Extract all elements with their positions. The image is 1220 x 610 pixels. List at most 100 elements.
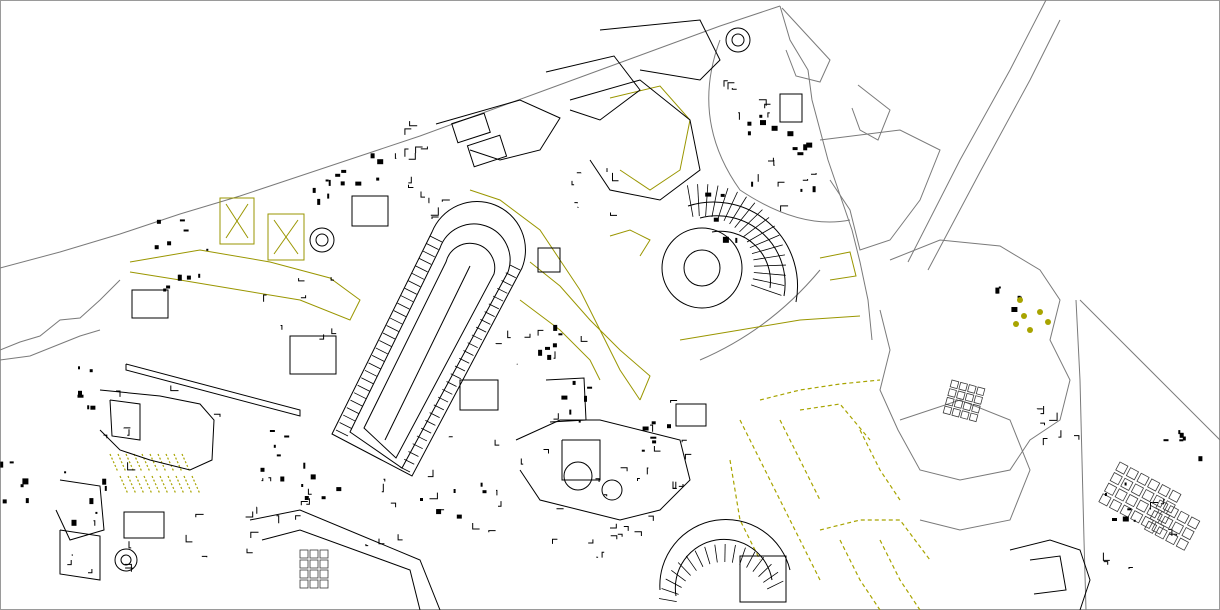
shrub-cluster [1021,313,1027,319]
grid-cell [1109,472,1123,486]
courtyard-east[interactable] [675,403,707,427]
house-block-sw2[interactable] [59,529,101,581]
wall-fragment [723,80,728,87]
solid-wall-block [584,395,587,402]
road-northeast [907,0,1047,263]
wall-fragment [610,535,618,540]
courtyard-north-2[interactable] [466,134,508,168]
courtyard-west[interactable] [131,289,169,319]
wall-fragment [125,567,133,569]
column-grid-east-2 [1143,499,1201,551]
solid-wall-block [792,147,798,151]
wall-fragment [653,446,661,452]
stadium-seat-row [467,342,478,349]
courtyard-plaza[interactable] [459,379,499,411]
round-temple-inner [731,33,745,47]
solid-wall-block [456,514,462,519]
solid-wall-block [1104,493,1107,496]
stadium-seat-row [408,280,421,288]
wall-fragment [757,174,759,182]
grid-cell [960,410,970,420]
grid-cell [942,405,953,416]
forum-outline[interactable] [249,509,441,610]
north-terrace-4[interactable] [599,19,721,81]
north-terrace[interactable] [435,99,561,161]
field-hatch [175,475,185,495]
theatre-seat-wedge [753,264,786,267]
grid-cell [1146,505,1160,519]
grid-cell [1147,478,1161,492]
solid-wall-block [25,498,29,504]
dashed-garden-path [859,429,901,501]
house-block-west[interactable] [99,389,215,471]
theatre-seat-wedge [723,191,738,222]
odeon-seat-wedge [758,563,772,577]
wall-fragment [727,82,735,90]
solid-wall-block [269,430,275,432]
solid-wall-block [651,421,656,425]
grid-cell [1136,472,1150,486]
grid-cell [973,395,984,405]
grid-cell [958,381,968,392]
grid-cell [947,388,957,398]
courtyard-mid[interactable] [289,335,337,375]
solid-wall-block [335,173,341,177]
wall-fragment [488,530,496,533]
grid-cell [319,569,329,579]
garden-plot-west-1 [219,197,255,245]
field-hatch [183,475,193,495]
solid-wall-block [102,478,107,485]
solid-wall-block [652,440,657,444]
garden-path-5 [609,229,651,257]
central-complex-outline[interactable] [515,419,691,521]
courtyard-ne[interactable] [779,93,803,123]
solid-wall-block [0,461,4,468]
stadium-seat-row [429,235,443,243]
north-terrace-3[interactable] [569,79,701,201]
stadium-seat-row [416,435,428,442]
wall-fragment [537,329,544,336]
stadium[interactable] [331,201,526,477]
courtyard-south[interactable] [123,511,165,539]
solid-wall-block [998,286,1001,289]
odeon-seat-wedge [671,569,686,582]
grid-cell [1108,498,1123,513]
wall-fragment [213,413,221,417]
grid-cell [962,401,972,412]
lower-right-cluster[interactable] [1009,539,1091,610]
solid-wall-block [747,131,751,136]
stadium-seat-row [454,365,466,372]
dashed-garden-path [879,539,921,610]
stadium-seat-row [450,373,461,380]
grid-cell [1165,531,1179,546]
courtyard-nw[interactable] [351,195,389,227]
theatre-large[interactable] [661,201,799,309]
wall-fragment [280,325,283,330]
wall-fragment [588,539,594,544]
courtyard-cluster[interactable] [537,247,561,273]
odeon-seat-wedge [704,546,711,565]
house-block-southwest[interactable] [55,479,105,541]
north-terrace-2[interactable] [545,55,641,121]
wall-fragment [88,569,93,574]
wall-fragment [408,153,416,160]
field-hatch [159,475,169,495]
stadium-seat-row [400,295,414,303]
stadium-seat-row [426,243,439,250]
round-building[interactable] [114,27,751,572]
long-portico[interactable] [125,363,301,417]
solid-wall-block [325,179,329,182]
solid-wall-block [95,511,98,514]
wall-fragment [427,469,434,478]
grid-cell [299,579,309,589]
valley-curve [708,39,851,223]
theatre-seat-wedge [751,244,783,255]
column-grid-layer [299,379,1201,589]
grid-cell [299,559,309,569]
solid-wall-block [87,405,90,410]
wall-fragment [201,555,208,558]
stadium-seat-row [379,340,392,347]
courtyard-north-1[interactable] [451,112,491,144]
stadium-seat-row [390,317,403,325]
